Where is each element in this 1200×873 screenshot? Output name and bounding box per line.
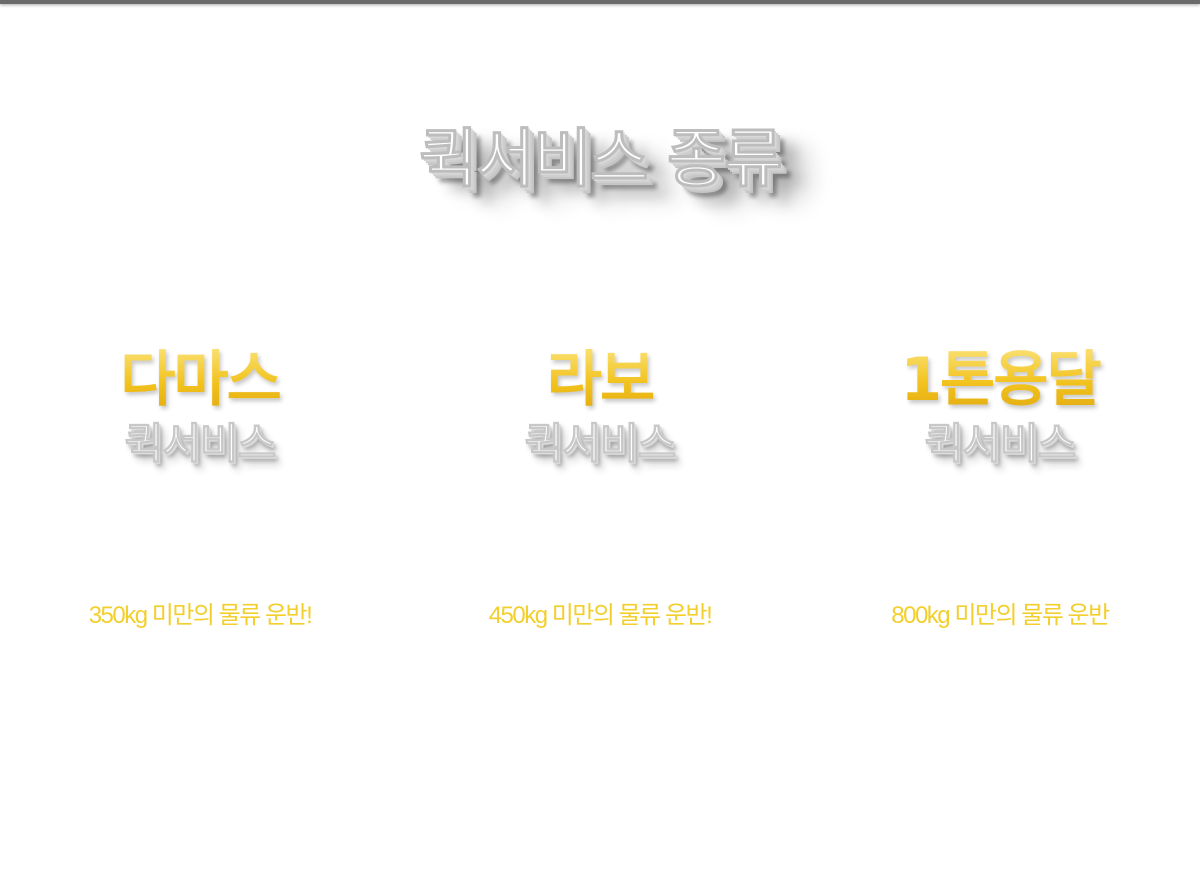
- service-subtitle: 퀵서비스: [524, 419, 677, 469]
- page-title: 퀵서비스 종류: [419, 123, 784, 198]
- service-description: 350kg 미만의 물류 운반!: [88, 602, 313, 629]
- service-card-1ton-truck: 1톤용달 퀵서비스 800kg 미만의 물류 운반: [800, 345, 1200, 645]
- service-description: 450kg 미만의 물류 운반!: [488, 602, 713, 629]
- service-name: 라보: [400, 345, 800, 415]
- service-subtitle: 퀵서비스: [924, 419, 1077, 469]
- service-name: 1톤용달: [800, 345, 1200, 415]
- service-name: 다마스: [0, 345, 400, 415]
- service-subtitle: 퀵서비스: [124, 419, 277, 469]
- top-bar-divider: [0, 0, 1200, 4]
- service-card-damas: 다마스 퀵서비스 350kg 미만의 물류 운반!: [0, 345, 400, 645]
- service-description: 800kg 미만의 물류 운반: [891, 602, 1110, 629]
- service-card-labo: 라보 퀵서비스 450kg 미만의 물류 운반!: [400, 345, 800, 645]
